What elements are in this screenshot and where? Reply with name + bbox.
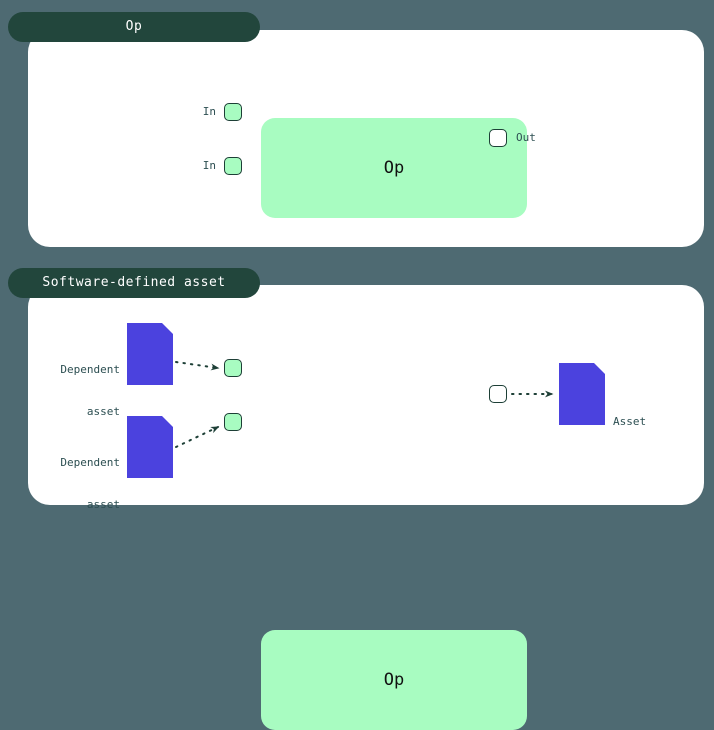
- dependent-asset-1-label-line2: asset: [86, 405, 120, 418]
- op-input-port-2[interactable]: [224, 157, 242, 175]
- op-input-port-1[interactable]: [224, 103, 242, 121]
- panel-tab-software-defined-asset[interactable]: Software-defined asset: [8, 268, 260, 298]
- op-node[interactable]: Op: [261, 630, 527, 730]
- asset-document-icon[interactable]: [559, 363, 605, 425]
- op-output-port-1[interactable]: [489, 129, 507, 147]
- op-node-label: Op: [383, 158, 405, 178]
- diagram-canvas: Op Op In In Out Op Software-defined asse…: [8, 12, 704, 730]
- asset-document-icon[interactable]: [127, 323, 173, 385]
- asset-label: Asset: [613, 387, 703, 457]
- sda-output-port-1[interactable]: [489, 385, 507, 403]
- dependent-asset-2-label-line1: Dependent: [60, 456, 120, 469]
- dependent-asset-2-label-line2: asset: [86, 498, 120, 511]
- dependent-asset-1-label-line1: Dependent: [60, 363, 120, 376]
- dependent-asset-2-label: Dependent asset: [20, 428, 120, 540]
- op-node[interactable]: Op: [261, 118, 527, 218]
- sda-input-port-1[interactable]: [224, 359, 242, 377]
- op-input-port-2-label: In: [202, 159, 216, 172]
- op-output-port-1-label: Out: [516, 131, 536, 144]
- sda-input-port-2[interactable]: [224, 413, 242, 431]
- asset-label-line1: Asset: [613, 415, 647, 428]
- op-input-port-1-label: In: [202, 105, 216, 118]
- op-node-label: Op: [383, 670, 405, 690]
- panel-op: Op: [28, 30, 704, 247]
- dependent-asset-1-label: Dependent asset: [20, 335, 120, 447]
- panel-tab-op[interactable]: Op: [8, 12, 260, 42]
- asset-document-icon[interactable]: [127, 416, 173, 478]
